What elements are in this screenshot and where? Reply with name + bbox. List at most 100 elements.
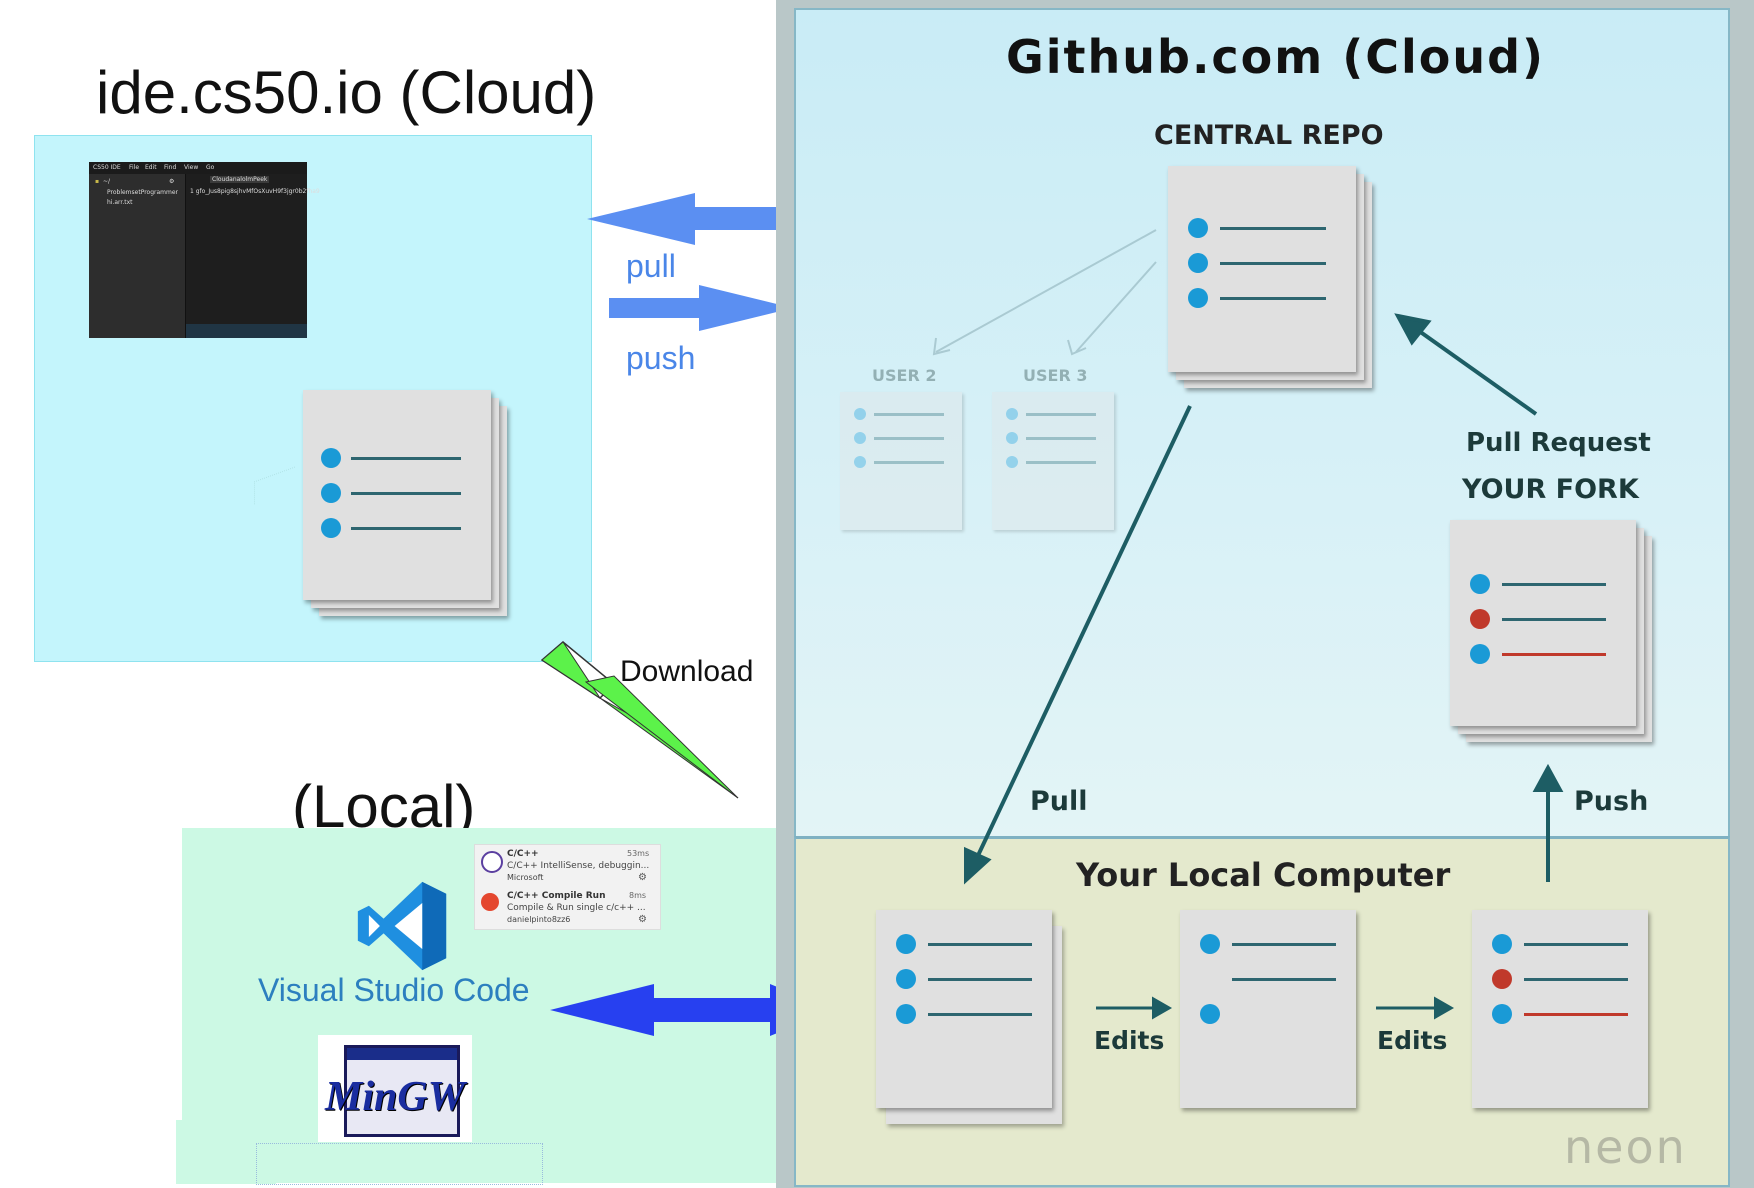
editor-tab[interactable]: CloudanalolmPeek <box>210 176 270 183</box>
bullet-dot <box>1006 408 1018 420</box>
tree-item[interactable]: ProblemsetProgrammer <box>107 189 179 196</box>
bullet-line <box>928 1013 1032 1016</box>
bullet-dot <box>1492 1004 1512 1024</box>
extension-time: 53ms <box>627 849 650 858</box>
local-computer-label: Your Local Computer <box>1076 856 1451 894</box>
code-line: 1 gfo_Jus8pig8sjhvMfOsXuvH9f3jgr0b2fha9 <box>190 188 320 195</box>
ide-menu-item[interactable]: Edit <box>145 164 157 171</box>
pull-request-arrow <box>1410 324 1538 416</box>
ide-menu-item[interactable]: File <box>129 164 140 171</box>
tree-item[interactable]: hi.arr.txt <box>107 199 133 206</box>
user3-doc <box>992 392 1114 530</box>
ide-menu-item[interactable]: Find <box>164 164 177 171</box>
vscode-logo-icon <box>357 881 447 971</box>
your-fork-doc-stack <box>1450 520 1652 742</box>
bullet-line <box>351 457 461 460</box>
vscode-label: Visual Studio Code <box>258 972 530 1008</box>
bullet-line <box>1026 461 1096 464</box>
user2-label: USER 2 <box>872 366 937 385</box>
pull-arrow-github <box>972 405 1192 865</box>
ide-menu-item[interactable]: Go <box>206 164 215 171</box>
pull-arrow <box>587 193 793 245</box>
bullet-dot <box>1188 288 1208 308</box>
ide-screenshot: CS50 IDE File Edit Find View Go ▪ ~/ ⚙ P… <box>89 162 320 338</box>
bullet-dot <box>321 483 341 503</box>
bullet-line <box>1026 413 1096 416</box>
bullet-dot <box>1470 644 1490 664</box>
bullet-dot <box>896 969 916 989</box>
github-arrows <box>932 229 1564 1020</box>
local-panel-bottom <box>176 1120 276 1184</box>
bullet-line <box>1232 978 1336 981</box>
folder-icon: ▪ <box>95 178 100 185</box>
bullet-dot <box>321 448 341 468</box>
extension-desc: Compile & Run single c/c++ ... <box>507 903 646 913</box>
extension-item[interactable]: C/C++ Compile Run 8ms Compile & Run sing… <box>475 889 660 929</box>
bullet-dot <box>854 432 866 444</box>
ide-terminal-bar <box>186 324 307 338</box>
mingw-window-frame <box>344 1045 460 1137</box>
github-title: Github.com (Cloud) <box>1006 30 1546 84</box>
bullet-line <box>1502 618 1606 621</box>
mingw-titlebar <box>347 1048 457 1060</box>
bullet-line <box>874 437 944 440</box>
ide-menubar: CS50 IDE File Edit Find View Go <box>89 162 307 174</box>
neon-watermark: neon <box>1564 1120 1687 1174</box>
gear-icon[interactable]: ⚙ <box>169 178 175 185</box>
vscode-extensions-panel: C/C++ 53ms C/C++ IntelliSense, debuggin.… <box>474 844 661 930</box>
cpp-extension-icon <box>481 851 503 873</box>
pull-push-arrows <box>587 193 793 331</box>
bullet-line <box>1220 262 1326 265</box>
bullet-dot <box>1470 574 1490 594</box>
sync-double-arrow <box>550 984 834 1036</box>
extension-time: 8ms <box>629 891 647 900</box>
bullet-line <box>351 492 461 495</box>
gear-icon[interactable]: ⚙ <box>638 872 647 883</box>
pull-request-label: Pull Request <box>1466 428 1651 458</box>
cloud-ide-title: ide.cs50.io (Cloud) <box>96 59 597 126</box>
bullet-line-red <box>1524 1013 1628 1016</box>
bullet-line <box>1220 297 1326 300</box>
push-arrow <box>609 285 793 331</box>
ide-menu-item[interactable]: View <box>184 164 199 171</box>
download-label: Download <box>620 655 754 688</box>
bullet-dot <box>1188 218 1208 238</box>
mingw-logo: MinGW <box>318 1035 472 1142</box>
fork-arrow-user3 <box>1075 261 1157 353</box>
bullet-line <box>1026 437 1096 440</box>
download-arrow <box>540 641 739 799</box>
bullet-line <box>874 413 944 416</box>
extension-item[interactable]: C/C++ 53ms C/C++ IntelliSense, debuggin.… <box>475 845 660 887</box>
edits-label-2: Edits <box>1377 1026 1448 1055</box>
extension-name: C/C++ Compile Run <box>507 891 606 901</box>
your-fork-label: YOUR FORK <box>1462 474 1639 505</box>
bullet-dot <box>896 934 916 954</box>
central-repo-doc-stack <box>1168 166 1372 388</box>
local-doc-3 <box>1472 910 1648 1108</box>
push-label: push <box>626 340 696 376</box>
user2-doc <box>840 392 962 530</box>
extension-desc: C/C++ IntelliSense, debuggin... <box>507 861 650 871</box>
doc-sheet <box>1168 166 1356 372</box>
doc-sheet <box>1450 520 1636 726</box>
gear-icon[interactable]: ⚙ <box>638 914 647 925</box>
fork-arrow-user2 <box>935 229 1157 353</box>
extension-name: C/C++ <box>507 849 539 859</box>
extension-publisher: Microsoft <box>507 873 544 882</box>
tree-root[interactable]: ~/ <box>103 178 111 185</box>
bullet-dot <box>1200 934 1220 954</box>
local-doc-1 <box>876 910 1052 1108</box>
push-label-github: Push <box>1574 786 1649 817</box>
bullet-dot <box>321 518 341 538</box>
bullet-line <box>1524 978 1628 981</box>
ide-menu-item[interactable]: CS50 IDE <box>93 164 121 171</box>
user3-label: USER 3 <box>1023 366 1088 385</box>
pull-label-github: Pull <box>1030 786 1088 817</box>
extension-publisher: danielpinto8zz6 <box>507 915 571 924</box>
bullet-line <box>1232 943 1336 946</box>
bullet-line <box>928 978 1032 981</box>
bullet-dot <box>1006 456 1018 468</box>
bullet-line <box>351 527 461 530</box>
bullet-dot <box>854 408 866 420</box>
bullet-line-red <box>1502 653 1606 656</box>
